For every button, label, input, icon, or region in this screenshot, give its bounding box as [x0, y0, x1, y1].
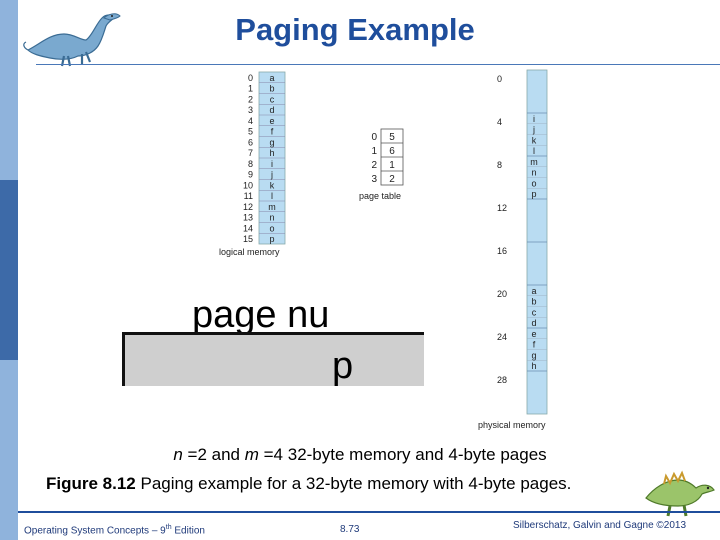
figure-number: Figure 8.12: [46, 474, 136, 493]
logical-memory-index: 6: [248, 137, 253, 147]
page-table-page-number: 3: [371, 174, 377, 185]
logical-memory-cell: o: [269, 223, 274, 233]
footer-edition-word: Edition: [172, 525, 205, 536]
physical-memory-cell: p: [531, 189, 536, 199]
footer-slide-number: 8.73: [340, 524, 359, 535]
logical-memory-cell: c: [270, 94, 275, 104]
footer-divider: [18, 511, 720, 513]
caption-m: m: [245, 445, 259, 464]
physical-memory-cell: n: [531, 168, 536, 178]
logical-memory-cell: d: [269, 105, 274, 115]
physical-memory-cell: c: [532, 307, 537, 317]
page-table-frame-number: 2: [389, 174, 395, 185]
page-table-label: page table: [359, 191, 401, 201]
page-table-page-number: 2: [371, 160, 377, 171]
logical-memory-index: 5: [248, 127, 253, 137]
page-table-frame-number: 5: [389, 132, 395, 143]
physical-memory-address: 20: [497, 289, 507, 299]
logical-memory-cell: a: [269, 73, 274, 83]
logical-memory-cell: i: [271, 159, 273, 169]
physical-memory-cell: g: [531, 350, 536, 360]
physical-memory-cell: b: [531, 297, 536, 307]
logical-memory-index: 10: [243, 180, 253, 190]
physical-memory-address: 0: [497, 74, 502, 84]
logical-memory-index: 8: [248, 159, 253, 169]
logical-memory-index: 1: [248, 84, 253, 94]
physical-memory-address: 24: [497, 332, 507, 342]
overlay-cell-label: p: [332, 345, 353, 387]
logical-memory-index: 0: [248, 73, 253, 83]
logical-memory-label: logical memory: [219, 247, 280, 257]
physical-memory-cell: e: [531, 329, 536, 339]
physical-memory-address: 4: [497, 117, 502, 127]
page-table-frame-number: 1: [389, 160, 395, 171]
physical-memory-cell: k: [532, 135, 537, 145]
logical-memory-index: 7: [248, 148, 253, 158]
dinosaur-footer-icon: [640, 458, 720, 518]
logical-memory-cell: j: [270, 170, 273, 180]
physical-memory-address: 16: [497, 246, 507, 256]
logical-memory-index: 4: [248, 116, 253, 126]
logical-memory-index: 9: [248, 170, 253, 180]
logical-memory-cell: h: [269, 148, 274, 158]
page-table-page-numbers: 0 1 2 3: [371, 132, 377, 185]
logical-memory-cell: n: [269, 213, 274, 223]
page-table-page-number: 0: [371, 132, 377, 143]
physical-memory-cell: j: [532, 125, 535, 135]
footer-book-title: Operating System Concepts – 9th Edition: [24, 524, 205, 536]
caption-n: n: [173, 445, 182, 464]
physical-memory-address: 12: [497, 203, 507, 213]
logical-memory-index: 11: [244, 191, 253, 201]
figure-caption-text: Paging example for a 32-byte memory with…: [136, 474, 572, 493]
overlay-heading: page nu: [192, 294, 329, 336]
physical-memory-cell: d: [531, 318, 536, 328]
overlay-cell: [122, 332, 424, 386]
page-table-page-number: 1: [371, 146, 377, 157]
physical-memory-cell: l: [533, 146, 535, 156]
figure-caption: Figure 8.12 Paging example for a 32-byte…: [46, 474, 686, 494]
footer-book-name: Operating System Concepts – 9: [24, 525, 166, 536]
caption-n-rest: =2 and: [183, 445, 245, 464]
physical-memory-addresses: 0 4 8 12 16 20 24 28: [497, 74, 507, 385]
caption-parameters: n =2 and m =4 32-byte memory and 4-byte …: [0, 445, 720, 465]
physical-memory-cell: i: [533, 114, 535, 124]
logical-memory-cell: m: [268, 202, 276, 212]
logical-memory-cell: l: [271, 191, 273, 201]
logical-memory-index: 15: [243, 234, 253, 244]
logical-memory-index: 14: [243, 223, 253, 233]
physical-memory-cell: h: [531, 361, 536, 371]
overlay-cell-top-border: [122, 332, 424, 335]
logical-memory-index: 12: [243, 202, 253, 212]
page-table-frame-number: 6: [389, 146, 395, 157]
logical-memory-cell: g: [269, 137, 274, 147]
logical-memory-cell: k: [270, 180, 275, 190]
logical-memory-index: 2: [248, 94, 253, 104]
logical-memory-index: 3: [248, 105, 253, 115]
physical-memory-cell: a: [531, 286, 536, 296]
overlay-cell-left-border: [122, 332, 125, 386]
logical-memory-cell: b: [269, 84, 274, 94]
logical-memory-cell: p: [269, 234, 274, 244]
footer-copyright: Silberschatz, Galvin and Gagne ©2013: [513, 520, 686, 531]
logical-memory-cell: e: [269, 116, 274, 126]
physical-memory-address: 8: [497, 160, 502, 170]
physical-memory-cell: m: [530, 157, 538, 167]
physical-memory-label: physical memory: [478, 420, 546, 430]
caption-m-rest: =4 32-byte memory and 4-byte pages: [259, 445, 547, 464]
physical-memory-address: 28: [497, 375, 507, 385]
logical-memory-index: 13: [243, 213, 253, 223]
physical-memory-cell: o: [531, 178, 536, 188]
